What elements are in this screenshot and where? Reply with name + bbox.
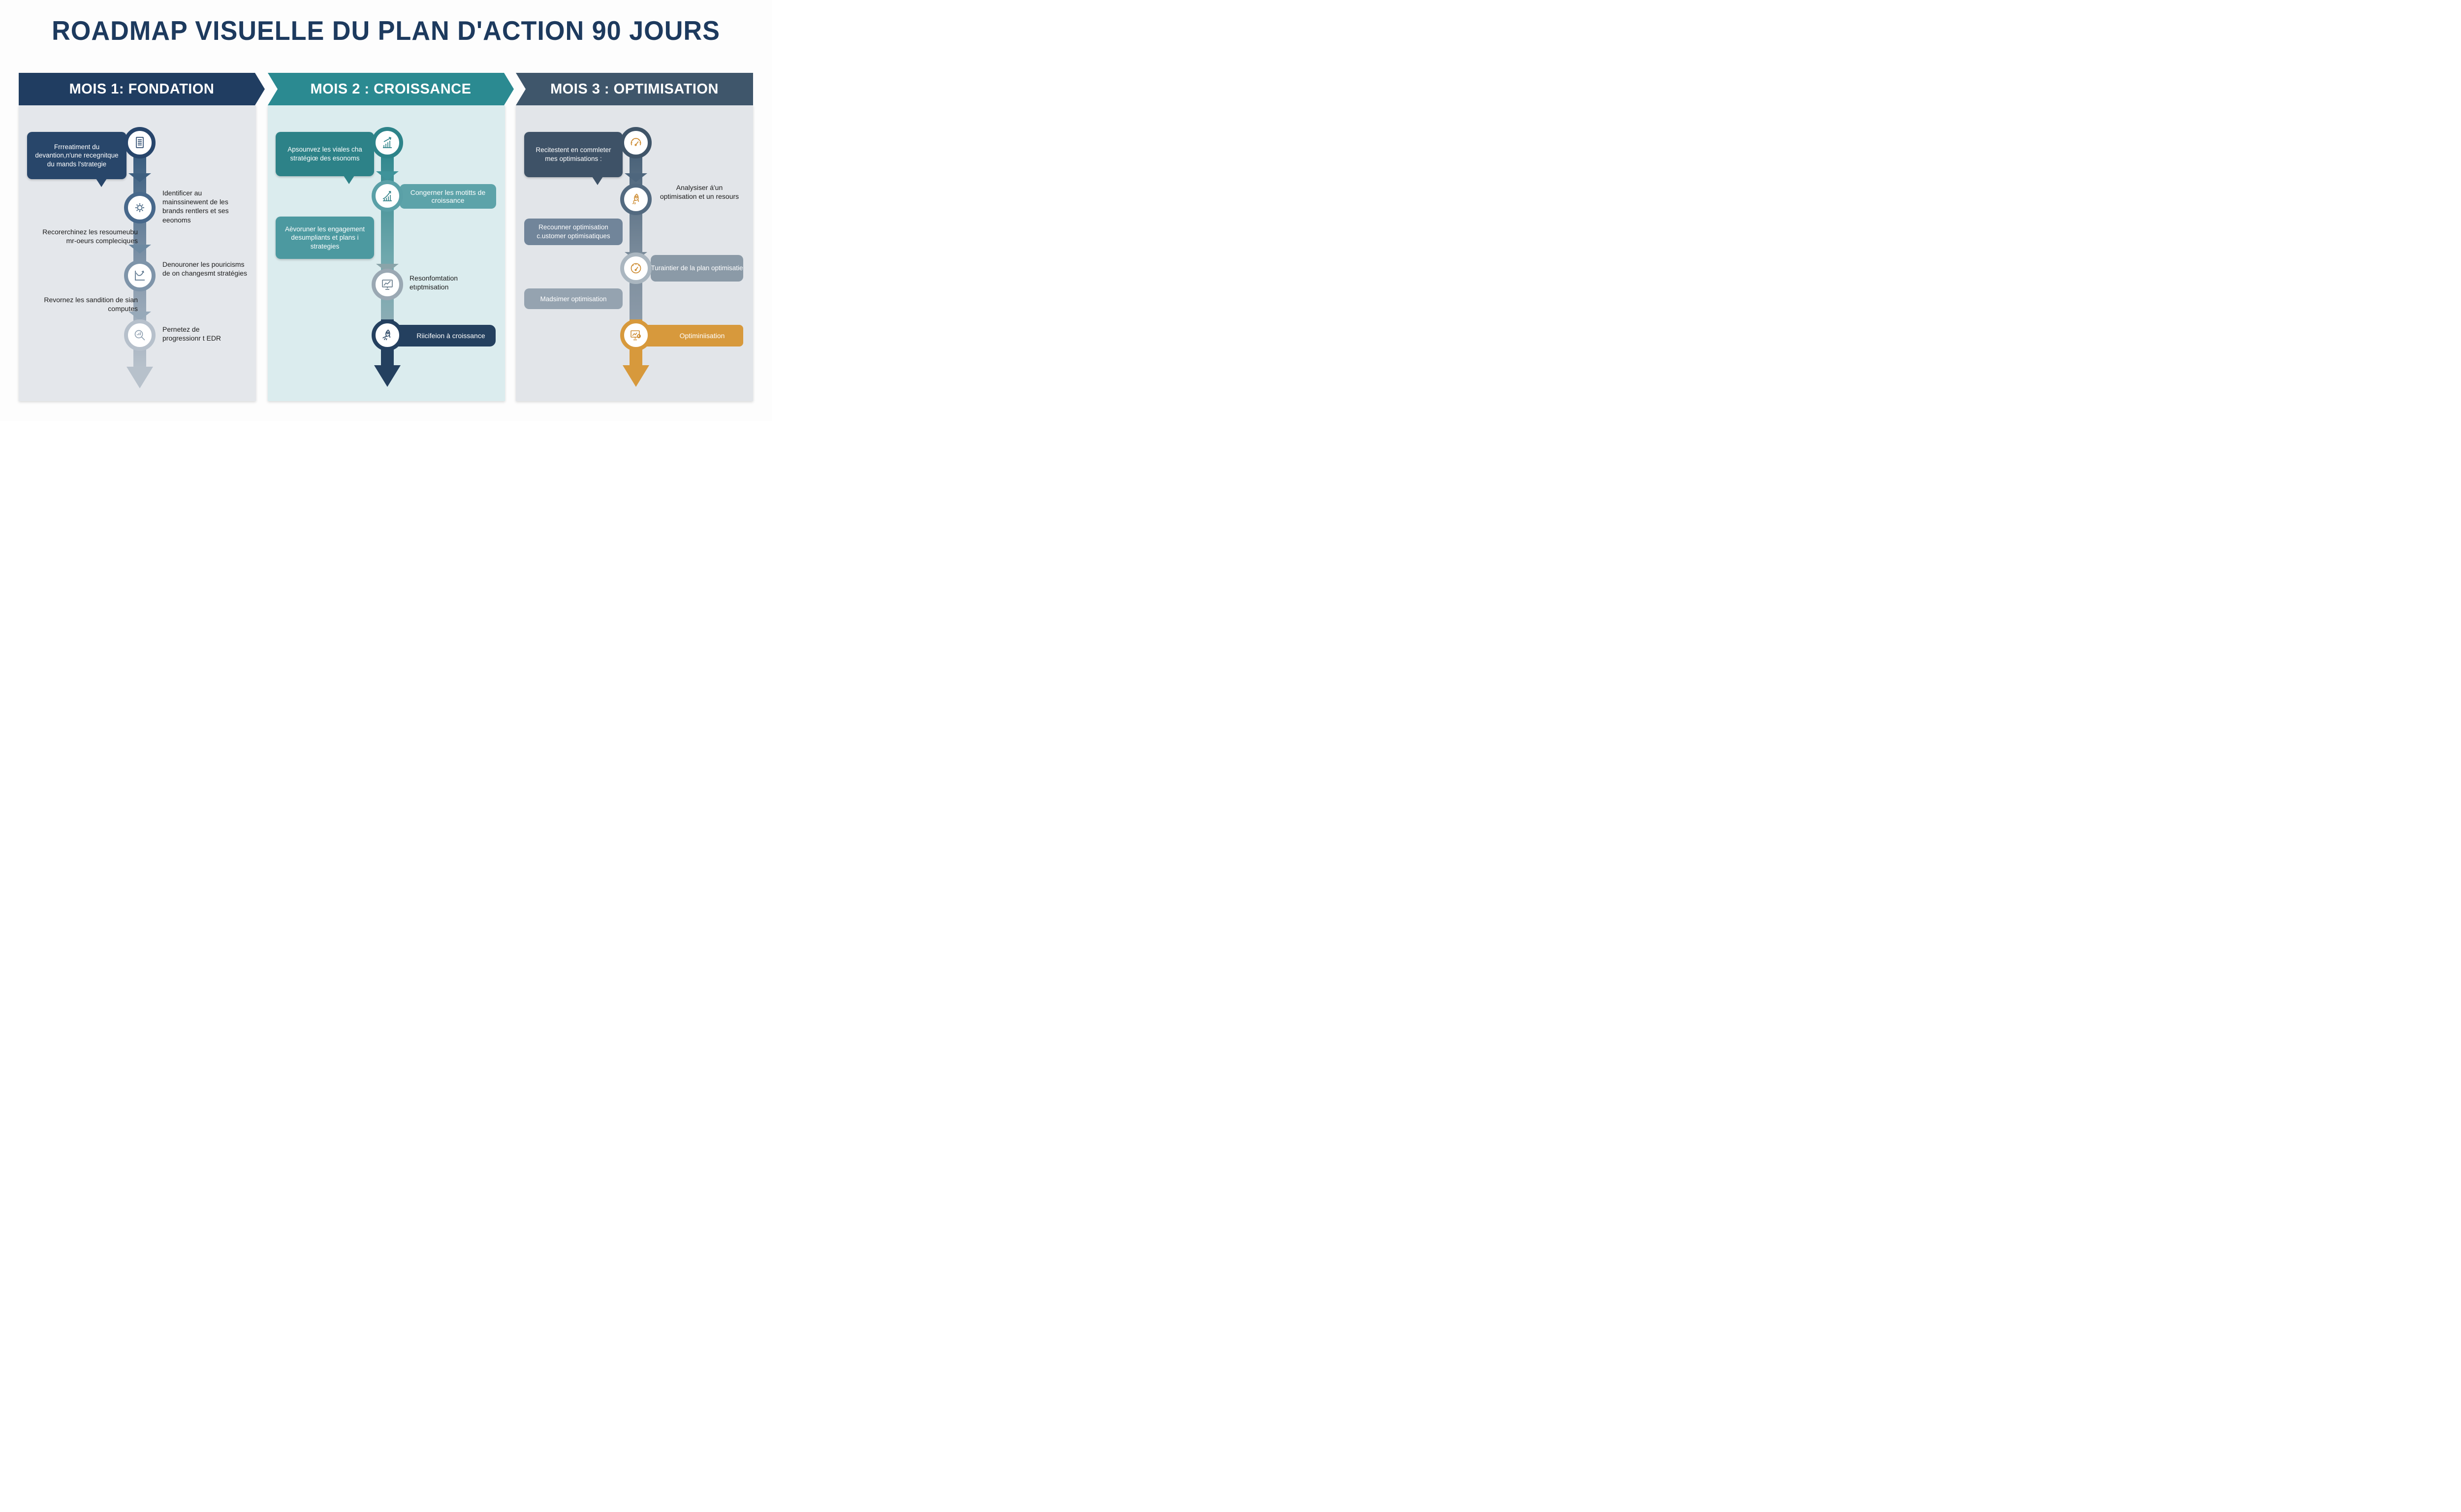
- milestone-circle: [372, 269, 403, 300]
- step-box: Aèvoruner les engagement desumpliants et…: [276, 217, 374, 259]
- milestone-circle: [124, 260, 156, 291]
- timeline-end-arrow: [374, 365, 401, 387]
- timeline-end-arrow: [623, 365, 649, 387]
- month1-header: MOIS 1: FONDATION: [19, 73, 265, 105]
- milestone-circle: [372, 180, 403, 212]
- timeline-chevron: [625, 173, 647, 182]
- milestone-circle: [620, 319, 652, 351]
- step-bubble: Apsounvez les viales cha stratégiœ des e…: [276, 132, 374, 176]
- rocket-icon: [629, 192, 643, 207]
- milestone-circle: [620, 184, 652, 215]
- bubble-tail: [592, 177, 603, 185]
- timeline-chevron: [128, 245, 151, 253]
- step-box: Turaintier de la plan optimisatie: [651, 255, 743, 282]
- bubble-tail: [96, 179, 107, 187]
- milestone-circle: [124, 127, 156, 158]
- month2-header: MOIS 2 : CROISSANCE: [268, 73, 514, 105]
- month3-header: MOIS 3 : OPTIMISATION: [516, 73, 753, 105]
- rocket-icon: [380, 328, 395, 343]
- monitor-gear-icon: [629, 328, 643, 343]
- search-chart-icon: [132, 328, 147, 343]
- milestone-circle: [372, 319, 403, 351]
- step-box: Recounner optimisation c.ustomer optimis…: [524, 219, 623, 245]
- timeline-chevron: [128, 173, 151, 182]
- step-box: Congerner les motitts de croissance: [400, 184, 496, 209]
- milestone-circle: [620, 127, 652, 158]
- timeline-end-arrow: [126, 367, 153, 388]
- step-bubble: Frrreatiment du devantion,n'une recegnit…: [27, 132, 126, 179]
- step-text: Analysiser á'un optimisation et un resou…: [660, 184, 739, 201]
- gauge-icon: [629, 261, 643, 276]
- timeline-chevron: [128, 312, 151, 320]
- curve-chart-icon: [132, 268, 147, 283]
- page-title: ROADMAP VISUELLE DU PLAN D'ACTION 90 JOU…: [52, 15, 720, 46]
- step-pill: Optiminiisation: [642, 325, 743, 346]
- gear-icon: [132, 200, 147, 215]
- milestone-circle: [124, 192, 156, 223]
- step-text: Recorerchinez les resoumeubu mr-oeurs co…: [42, 228, 138, 245]
- bubble-tail: [344, 176, 354, 184]
- step-text: Revornez les sandition de sian computes: [44, 296, 138, 313]
- roadmap-infographic: ROADMAP VISUELLE DU PLAN D'ACTION 90 JOU…: [0, 0, 772, 421]
- milestone-circle: [124, 319, 156, 351]
- timeline-chevron: [376, 171, 399, 180]
- milestone-circle: [372, 127, 403, 158]
- step-text: Pernetez de progressionr t EDR: [162, 325, 221, 343]
- milestone-circle: [620, 252, 652, 284]
- gauge-icon: [629, 135, 643, 150]
- bar-chart-up-icon: [380, 135, 395, 150]
- presentation-chart-icon: [380, 277, 395, 292]
- step-text: Identificer au mainssinewent de les bran…: [162, 189, 229, 224]
- growth-chart-icon: [380, 189, 395, 203]
- step-text: Denouroner les pouricisms de on changesm…: [162, 260, 247, 278]
- document-icon: [132, 135, 147, 150]
- step-box: Madsimer optimisation: [524, 288, 623, 309]
- step-text: Resonfomtation etıptmisation: [410, 274, 458, 291]
- step-bubble: Recitestent en commleter mes optimisatio…: [524, 132, 623, 177]
